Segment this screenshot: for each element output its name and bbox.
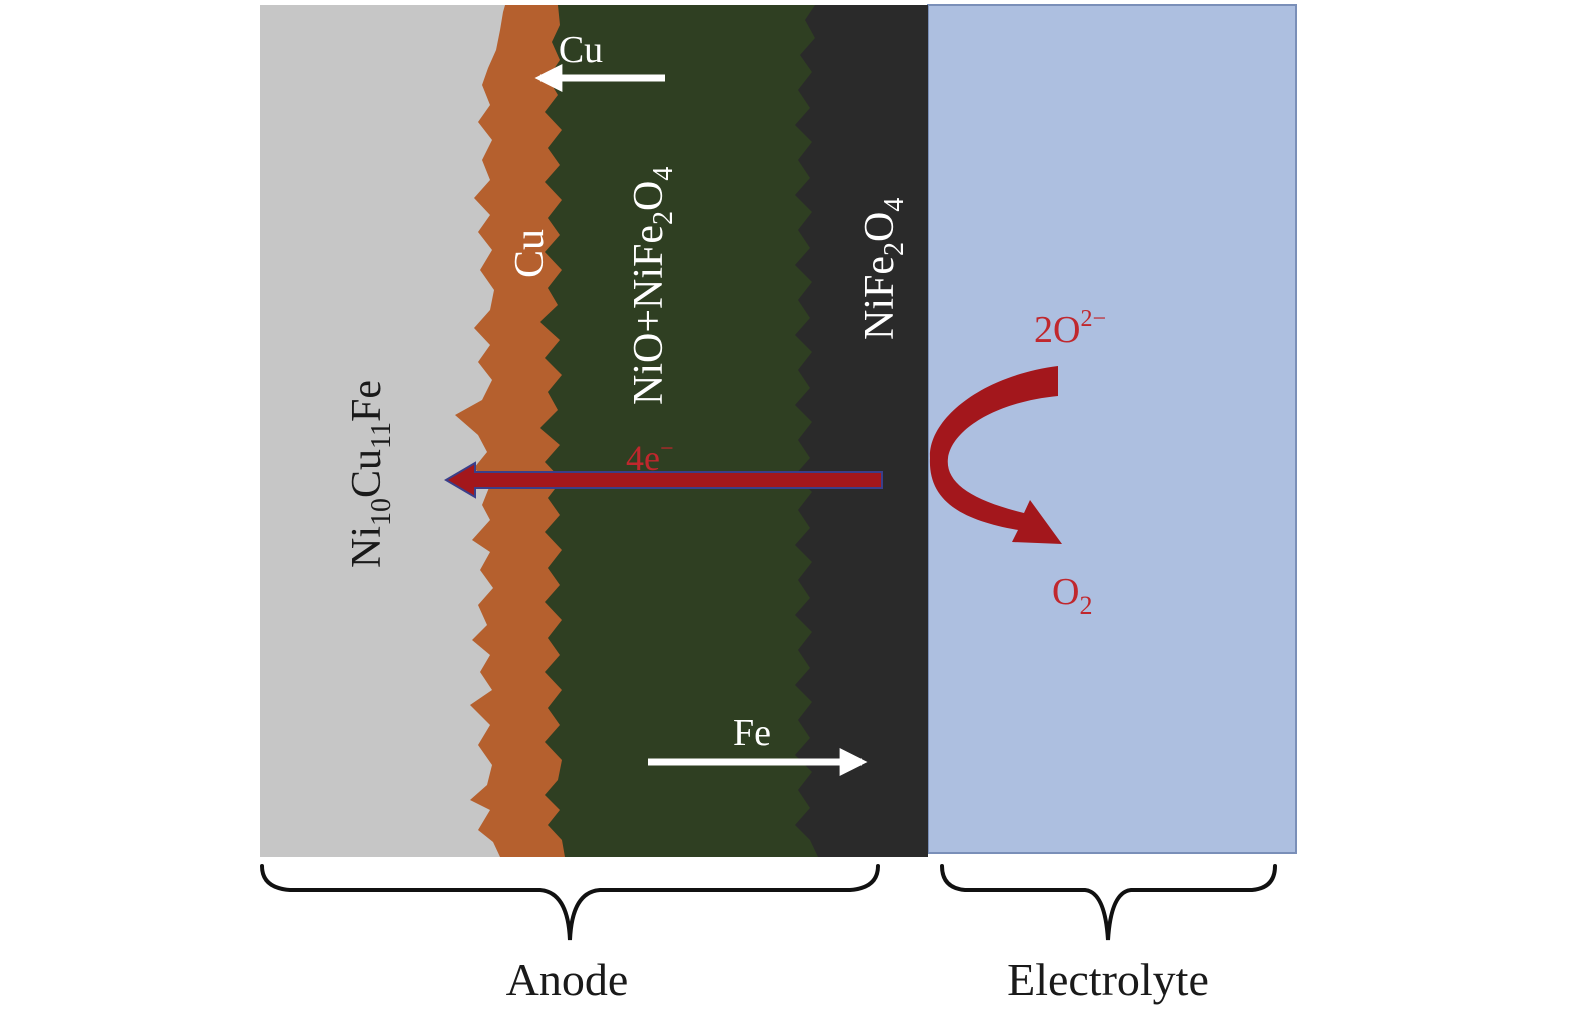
alloy-label-cu: Cu — [344, 449, 390, 498]
alloy-label-fe: Fe — [344, 380, 390, 422]
nio-label-sub2: 4 — [648, 167, 679, 181]
ferrite-label-sub2: 4 — [879, 198, 910, 212]
oxide-ion-label: 2O2− — [1034, 306, 1106, 351]
oxygen-gas-base: O — [1052, 571, 1079, 613]
nio-label-part1: NiO+NiFe — [626, 225, 672, 405]
oxide-ion-base: 2O — [1034, 309, 1080, 351]
electron-arrow — [444, 461, 883, 499]
nio-label-part2: O — [626, 181, 672, 211]
ferrite-layer-label: NiFe2O4 — [857, 198, 910, 340]
electrolyte-region — [927, 4, 1297, 854]
nio-label-sub1: 2 — [648, 211, 679, 225]
alloy-label-sub2: 11 — [366, 422, 397, 449]
copper-layer-label: Cu — [507, 229, 553, 278]
alloy-label-sub1: 10 — [366, 498, 397, 526]
electron-label-sup: − — [660, 436, 674, 462]
cu-migration-label: Cu — [559, 29, 603, 71]
anode-label: Anode — [506, 954, 629, 1005]
electrolyte-brace — [940, 864, 1277, 941]
oxygen-gas-label: O2 — [1052, 571, 1092, 620]
electron-label-base: 4e — [626, 438, 660, 478]
ferrite-label-sub1: 2 — [879, 242, 910, 256]
electrolyte-label: Electrolyte — [1007, 954, 1209, 1005]
ferrite-label-part2: O — [857, 212, 903, 242]
nife2o4-layer — [795, 5, 928, 857]
fe-migration-label: Fe — [733, 712, 771, 754]
ferrite-label-part1: NiFe — [857, 256, 903, 340]
oxide-ion-sup: 2− — [1080, 306, 1106, 332]
oxygen-curved-arrow — [929, 366, 1062, 544]
electron-label: 4e− — [626, 436, 674, 478]
anode-brace — [260, 864, 880, 941]
alloy-label: Ni10Cu11Fe — [344, 380, 397, 568]
oxygen-gas-sub: 2 — [1079, 591, 1092, 620]
nio-layer-label: NiO+NiFe2O4 — [626, 167, 679, 405]
alloy-label-ni: Ni — [344, 526, 390, 568]
